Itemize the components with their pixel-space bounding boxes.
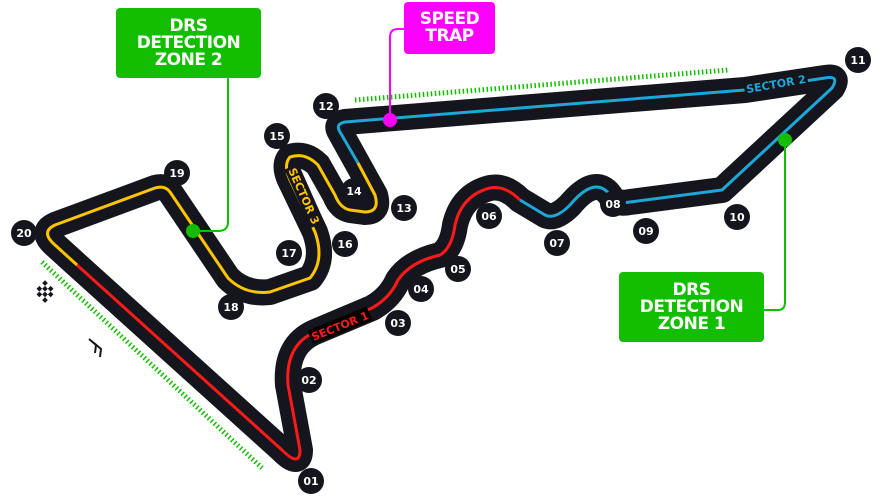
speed-trap-callout: SPEED TRAP xyxy=(404,2,495,54)
turn-marker-06: 06 xyxy=(476,203,502,229)
callout-line: SPEED xyxy=(419,9,480,29)
turn-number: 10 xyxy=(729,211,745,224)
turn-number: 20 xyxy=(16,227,32,240)
turn-number: 06 xyxy=(481,210,497,223)
drs-zone-1-leader xyxy=(764,140,786,311)
turn-marker-circle xyxy=(332,231,358,257)
turn-marker-13: 13 xyxy=(391,195,417,221)
turn-marker-circle xyxy=(164,160,190,186)
sector-3-line xyxy=(46,154,378,294)
checkered-flag-icon xyxy=(36,280,54,303)
turn-marker-07: 07 xyxy=(544,230,570,256)
turn-number: 01 xyxy=(303,475,318,488)
drs-zone-2-point xyxy=(186,224,200,238)
turn-number: 11 xyxy=(850,54,865,67)
turn-marker-circle xyxy=(296,367,322,393)
callout-line: ZONE 2 xyxy=(154,49,223,70)
turn-marker-circle xyxy=(445,256,471,282)
drs-detection-zone-1-callout: DRS DETECTION ZONE 1 xyxy=(619,272,764,342)
turn-number: 03 xyxy=(390,317,405,330)
turn-marker-18: 18 xyxy=(218,294,244,320)
turn-marker-08: 08 xyxy=(600,191,626,217)
turn-marker-circle xyxy=(264,123,290,149)
turn-marker-11: 11 xyxy=(845,47,871,73)
turn-marker-circle xyxy=(845,47,871,73)
callout-line: DETECTION xyxy=(639,296,744,317)
turn-marker-15: 15 xyxy=(264,123,290,149)
callout-line: TRAP xyxy=(425,26,474,46)
turn-marker-circle xyxy=(633,218,659,244)
turn-number: 12 xyxy=(318,100,333,113)
turn-number: 17 xyxy=(281,247,296,260)
turn-marker-circle xyxy=(600,191,626,217)
turn-marker-14: 14 xyxy=(341,178,367,204)
turn-number: 02 xyxy=(301,374,316,387)
turn-marker-circle xyxy=(724,204,750,230)
turn-marker-circle xyxy=(544,230,570,256)
callout-line: DRS xyxy=(169,15,208,36)
turn-number: 07 xyxy=(549,237,564,250)
turn-marker-circle xyxy=(408,276,434,302)
sector-1-line xyxy=(75,186,522,461)
turn-number: 16 xyxy=(337,238,353,251)
turn-marker-circle xyxy=(313,93,339,119)
turn-marker-19: 19 xyxy=(164,160,190,186)
drs-zone-1-point xyxy=(778,133,792,147)
turn-marker-circle xyxy=(276,240,302,266)
turn-marker-circle xyxy=(391,195,417,221)
turn-marker-20: 20 xyxy=(11,220,37,246)
speed-trap-point xyxy=(383,113,397,127)
speed-trap-leader xyxy=(389,28,404,120)
turn-marker-10: 10 xyxy=(724,204,750,230)
track-surface xyxy=(34,64,848,472)
drs-zone-2-leader xyxy=(193,78,229,232)
turn-number: 04 xyxy=(413,283,429,296)
turn-marker-05: 05 xyxy=(445,256,471,282)
turn-marker-circle xyxy=(218,294,244,320)
drs-detection-zone-2-callout: DRS DETECTION ZONE 2 xyxy=(116,8,261,78)
turn-marker-16: 16 xyxy=(332,231,358,257)
turn-marker-02: 02 xyxy=(296,367,322,393)
turn-number: 09 xyxy=(638,225,653,238)
turn-number: 18 xyxy=(223,301,238,314)
turn-marker-circle xyxy=(385,310,411,336)
turn-marker-circle xyxy=(298,468,324,494)
turn-number: 08 xyxy=(605,198,620,211)
turn-marker-circle xyxy=(476,203,502,229)
callout-line: ZONE 1 xyxy=(657,313,726,334)
direction-chevron-icon xyxy=(88,338,103,358)
turn-marker-circle xyxy=(341,178,367,204)
turn-number: 15 xyxy=(269,130,284,143)
turn-marker-09: 09 xyxy=(633,218,659,244)
turn-marker-12: 12 xyxy=(313,93,339,119)
turn-marker-circle xyxy=(11,220,37,246)
turn-number: 05 xyxy=(450,263,465,276)
turn-marker-17: 17 xyxy=(276,240,302,266)
turn-number: 14 xyxy=(346,185,362,198)
turn-marker-04: 04 xyxy=(408,276,434,302)
turn-number: 13 xyxy=(396,202,411,215)
turn-marker-03: 03 xyxy=(385,310,411,336)
callout-line: DETECTION xyxy=(136,32,241,53)
callout-line: DRS xyxy=(672,279,711,300)
turn-number: 19 xyxy=(169,167,184,180)
turn-marker-01: 01 xyxy=(298,468,324,494)
